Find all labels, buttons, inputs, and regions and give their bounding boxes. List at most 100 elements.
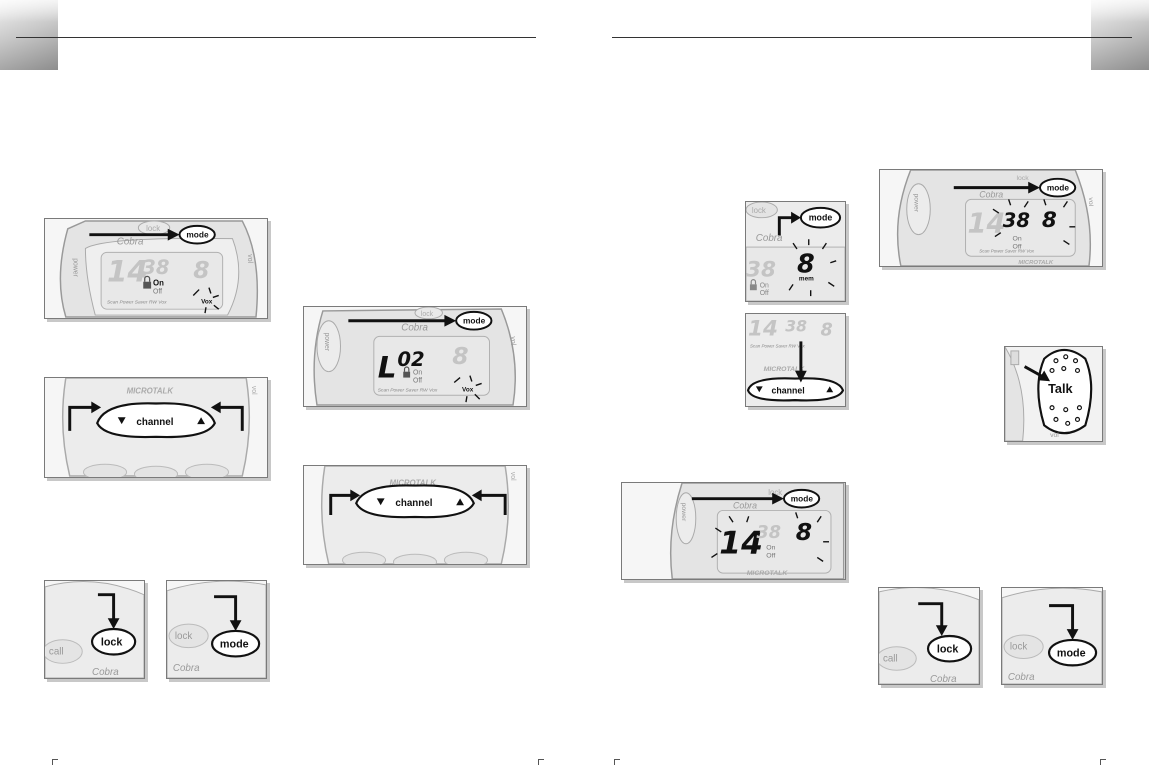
lock-button-illustration: call lock Cobra — [879, 588, 979, 684]
cobra-logo: Cobra — [173, 663, 200, 674]
up-triangle-icon — [456, 498, 464, 506]
vol-label: vol — [1050, 432, 1059, 439]
lcd-code-38: 38 — [757, 523, 782, 543]
lcd-on-label: On — [760, 282, 769, 289]
figure-talk-button: Talk vol — [1004, 346, 1103, 442]
lcd-off-label: Off — [413, 377, 422, 384]
mode-button-label: mode — [1057, 648, 1086, 660]
lcd-channel-14: 14 — [107, 255, 148, 289]
microtalk-logo: MICROTALK — [390, 479, 438, 488]
lcd-code-38: 38 — [746, 257, 776, 282]
power-label: power — [72, 258, 79, 277]
crop-mark — [1100, 759, 1106, 765]
lcd-off-label: Off — [1013, 243, 1022, 250]
mode-button-label: mode — [463, 316, 486, 326]
lcd-off-label: Off — [760, 290, 769, 297]
figure-mode-l02: power vol lock Cobra L 02 8 On Off Scan … — [303, 306, 527, 407]
lcd-mem-8: 8 — [820, 321, 832, 341]
channel-rocker-illustration: MICROTALK vol channel — [320, 466, 516, 564]
page-corner-tab-right — [1091, 0, 1149, 70]
figure-channel-buttons-middle: MICROTALK vol channel — [303, 465, 527, 565]
arrow-icon — [89, 228, 180, 241]
lock-faint-label: lock — [421, 311, 434, 318]
radio-face-illustration: power vol lock Cobra L 02 8 On Off Scan … — [313, 307, 516, 406]
lcd-vox-label: Vox — [462, 386, 474, 393]
up-triangle-icon — [197, 417, 206, 425]
figure-mode-mem-narrow: lock Cobra 38 8 mem On Off mode — [745, 201, 846, 302]
lcd-on-label: On — [413, 370, 422, 377]
cobra-logo: Cobra — [401, 323, 428, 334]
channel-rocker-illustration: 14 38 8 Scan Power Saver RW Vox MICROTAL… — [746, 314, 845, 406]
figure-mode-button-right: lock mode Cobra — [1001, 587, 1103, 685]
channel-rocker-illustration: MICROTALK vol channel — [61, 378, 257, 477]
arrow-icon — [329, 489, 361, 515]
cobra-logo: Cobra — [756, 233, 783, 244]
channel-button-label: channel — [772, 385, 805, 395]
lcd-off-label: Off — [153, 288, 162, 295]
figure-mode-vox: power vol lock Cobra 14 38 8 On Off Scan… — [44, 218, 268, 319]
power-label: power — [323, 332, 330, 351]
vol-label: vol — [509, 472, 516, 481]
arrow-icon — [1049, 604, 1079, 640]
radio-face-illustration: power vol lock Cobra 14 38 8 On Off Scan… — [59, 220, 259, 318]
lcd-letter-l: L — [378, 351, 397, 385]
lock-button-label: lock — [937, 644, 959, 656]
flash-rays-icon — [788, 239, 837, 297]
lcd-scan-power-saver-label: Scan Power Saver RW Vox — [378, 387, 438, 393]
talk-button-label: Talk — [1048, 381, 1073, 396]
lcd-on-label: On — [153, 279, 164, 288]
lcd-mem-8: 8 — [452, 342, 468, 370]
radio-face-illustration: power lock Cobra 14 38 8 On Off MICROTAL… — [669, 483, 845, 579]
crop-mark — [614, 759, 620, 765]
arrow-icon — [691, 492, 784, 505]
lcd-channel-14: 14 — [748, 317, 778, 342]
lcd-mem-8: 8 — [1042, 208, 1057, 233]
channel-button-label: channel — [136, 417, 173, 428]
lock-button-label: lock — [101, 637, 123, 649]
lcd-channel-14: 14 — [719, 526, 763, 562]
arrow-icon — [953, 181, 1040, 194]
lcd-mem-8: 8 — [796, 518, 812, 546]
mode-button-label: mode — [1047, 183, 1070, 193]
lock-faint-label: lock — [146, 224, 160, 233]
lcd-scan-power-saver-label: Scan Power Saver RW Vox — [750, 343, 806, 348]
cobra-logo: Cobra — [117, 236, 144, 247]
figure-channel-buttons-left: MICROTALK vol channel — [44, 377, 268, 478]
page-corner-tab-left — [0, 0, 58, 70]
vol-label: vol — [250, 386, 257, 395]
padlock-icon — [403, 366, 411, 378]
arrow-icon — [795, 341, 807, 383]
figure-mode-ch14: power lock Cobra 14 38 8 On Off MICROTAL… — [621, 482, 846, 580]
arrow-icon — [214, 595, 242, 631]
lock-faint-label: lock — [768, 488, 782, 497]
arrow-icon — [471, 489, 507, 515]
down-triangle-icon — [117, 417, 126, 425]
mode-button-label: mode — [220, 639, 249, 651]
header-rule-right — [612, 37, 1132, 38]
arrow-icon — [348, 314, 457, 327]
flash-rays-icon — [192, 287, 220, 314]
cobra-logo: Cobra — [733, 500, 757, 510]
header-rule-left — [16, 37, 536, 38]
figure-mode-button-left: lock mode Cobra — [166, 580, 267, 679]
channel-button-label: channel — [395, 498, 432, 509]
radio-face-illustration: power vol lock Cobra 14 38 8 On Off Scan… — [896, 170, 1094, 266]
lcd-code-38: 38 — [785, 317, 807, 336]
lcd-off-label: Off — [766, 552, 775, 559]
lcd-channel-14: 14 — [967, 209, 1005, 240]
flash-rays-icon — [453, 375, 482, 403]
mode-button-illustration: lock mode Cobra — [1002, 588, 1102, 684]
figure-channel-buttons-narrow: 14 38 8 Scan Power Saver RW Vox MICROTAL… — [745, 313, 846, 407]
lock-faint-label: lock — [1016, 175, 1029, 182]
lcd-on-label: On — [766, 545, 775, 552]
vol-label: vol — [1087, 197, 1094, 206]
flash-rays-icon — [992, 199, 1076, 246]
call-faint-label: call — [49, 646, 64, 657]
talk-button-illustration: Talk vol — [1005, 347, 1102, 441]
arrow-icon — [97, 593, 120, 630]
lcd-mem-label: mem — [799, 275, 814, 282]
radio-face-illustration: lock Cobra 38 8 mem On Off mode — [746, 202, 845, 301]
figure-lock-button-right: call lock Cobra — [878, 587, 980, 685]
lcd-scan-power-saver-label: Scan Power Saver RW Vox — [107, 299, 167, 305]
lcd-code-38: 38 — [142, 256, 169, 279]
